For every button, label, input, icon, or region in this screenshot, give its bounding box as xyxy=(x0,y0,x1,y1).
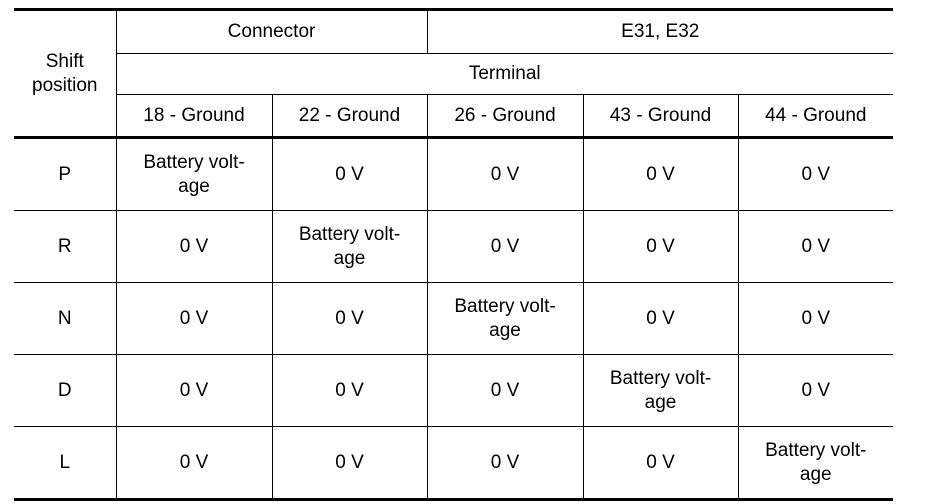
voltage-cell: 0 V xyxy=(582,210,739,283)
voltage-cell: 0 V xyxy=(582,137,739,211)
terminal-columns-row: 18 - Ground 22 - Ground 26 - Ground 43 -… xyxy=(14,94,894,139)
shift-position-cell: P xyxy=(14,137,117,211)
terminal-voltage-table: Shift position Connector E31, E32 Termin… xyxy=(14,8,894,501)
terminal-label: Terminal xyxy=(116,53,894,95)
terminal-row: Terminal xyxy=(14,53,894,95)
shift-position-cell: N xyxy=(14,282,117,355)
voltage-cell: 0 V xyxy=(426,137,584,211)
column-header: 44 - Ground xyxy=(737,94,894,139)
table-row: L 0 V 0 V 0 V 0 V Battery volt- age xyxy=(14,426,894,500)
voltage-cell: 0 V xyxy=(737,137,894,211)
connector-value: E31, E32 xyxy=(426,9,894,54)
column-header: 18 - Ground xyxy=(116,94,273,139)
voltage-cell: Battery volt- age xyxy=(271,210,428,283)
voltage-cell: 0 V xyxy=(737,210,894,283)
voltage-cell: 0 V xyxy=(115,354,273,427)
table-row: R 0 V Battery volt- age 0 V 0 V 0 V xyxy=(14,210,894,283)
voltage-cell: 0 V xyxy=(737,282,894,355)
shift-position-cell: L xyxy=(14,426,117,500)
voltage-cell: 0 V xyxy=(115,426,273,500)
column-header: 43 - Ground xyxy=(582,94,739,139)
shift-position-cell: R xyxy=(14,210,117,283)
column-header: 26 - Ground xyxy=(426,94,584,139)
voltage-cell: Battery volt- age xyxy=(582,354,739,427)
voltage-cell: 0 V xyxy=(271,354,428,427)
voltage-cell: 0 V xyxy=(115,282,273,355)
connector-row: Shift position Connector E31, E32 xyxy=(14,9,894,139)
voltage-cell: Battery volt- age xyxy=(426,282,584,355)
table-row: P Battery volt- age 0 V 0 V 0 V 0 V xyxy=(14,137,894,211)
table-row: N 0 V 0 V Battery volt- age 0 V 0 V xyxy=(14,282,894,355)
voltage-cell: Battery volt- age xyxy=(115,137,273,211)
shift-position-header: Shift position xyxy=(14,9,117,139)
shift-position-cell: D xyxy=(14,354,117,427)
voltage-cell: Battery volt- age xyxy=(737,426,894,500)
voltage-cell: 0 V xyxy=(582,282,739,355)
spec-table-container: Shift position Connector E31, E32 Termin… xyxy=(14,8,894,501)
voltage-cell: 0 V xyxy=(271,426,428,500)
voltage-cell: 0 V xyxy=(271,137,428,211)
voltage-cell: 0 V xyxy=(426,354,584,427)
voltage-cell: 0 V xyxy=(737,354,894,427)
column-header: 22 - Ground xyxy=(271,94,428,139)
voltage-cell: 0 V xyxy=(115,210,273,283)
table-row: D 0 V 0 V 0 V Battery volt- age 0 V xyxy=(14,354,894,427)
voltage-cell: 0 V xyxy=(426,426,584,500)
voltage-cell: 0 V xyxy=(426,210,584,283)
connector-label: Connector xyxy=(115,9,428,54)
voltage-cell: 0 V xyxy=(582,426,739,500)
voltage-cell: 0 V xyxy=(271,282,428,355)
